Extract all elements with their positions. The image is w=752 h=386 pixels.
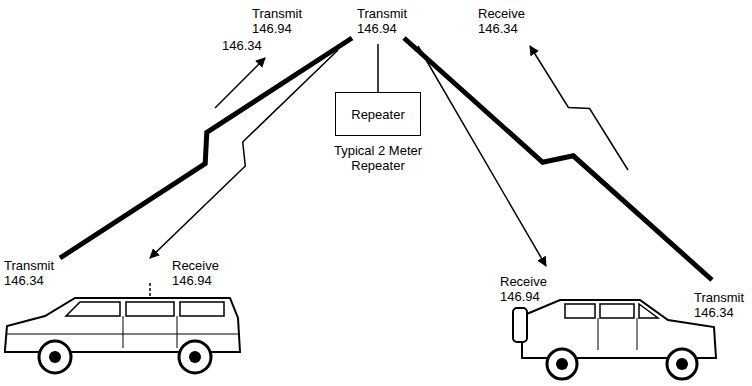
frequency-label: Transmit 146.94 bbox=[252, 6, 302, 36]
signal-arrow bbox=[150, 50, 338, 258]
signal-bolt bbox=[404, 38, 712, 280]
signal-bolt bbox=[60, 38, 352, 258]
signal-arrow bbox=[215, 58, 265, 108]
frequency-label: Transmit 146.34 bbox=[4, 258, 54, 288]
signal-arrow bbox=[418, 46, 546, 266]
caption-label: Typical 2 Meter Repeater bbox=[318, 143, 438, 173]
frequency-label: Receive 146.34 bbox=[478, 6, 525, 36]
frequency-label: Receive 146.94 bbox=[500, 274, 547, 304]
box-label: Repeater bbox=[351, 107, 404, 122]
frequency-label: Receive 146.94 bbox=[172, 258, 219, 288]
frequency-label: Transmit 146.94 bbox=[357, 6, 407, 36]
repeater-box: Repeater bbox=[335, 92, 421, 136]
station-wagon bbox=[5, 283, 240, 373]
antenna-mast bbox=[377, 44, 379, 92]
frequency-label: 146.34 bbox=[222, 38, 262, 53]
suv bbox=[513, 300, 716, 379]
frequency-label: Transmit 146.34 bbox=[694, 290, 744, 320]
signal-arrow bbox=[530, 46, 628, 170]
